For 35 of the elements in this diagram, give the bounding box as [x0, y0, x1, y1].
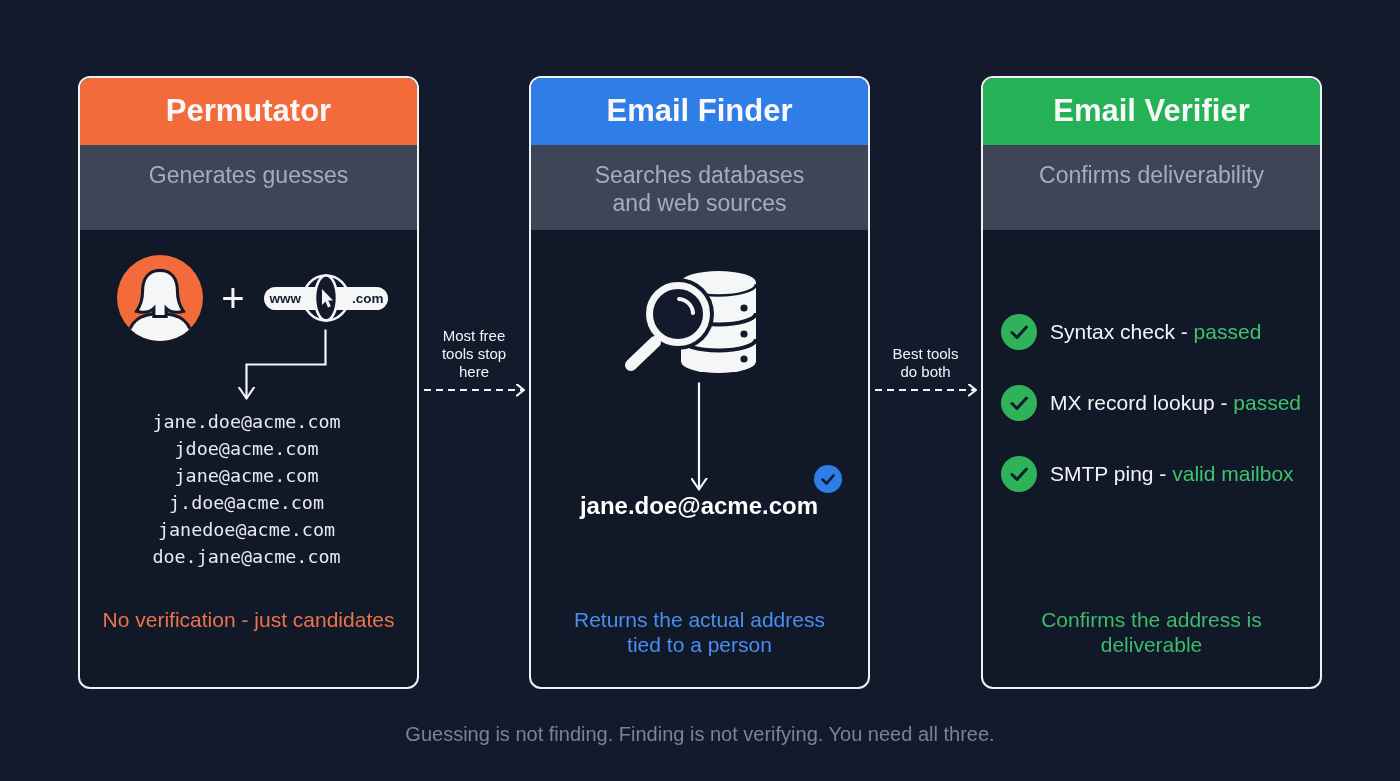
check-status: passed	[1233, 391, 1301, 415]
dashed-arrow	[875, 383, 978, 397]
email-candidate: doe.jane@acme.com	[152, 544, 341, 569]
email-candidate: jane.doe@acme.com	[152, 409, 341, 434]
card-subtitle: Confirms deliverability	[1039, 160, 1264, 189]
plus-sign: +	[221, 278, 245, 318]
tool-card	[529, 76, 870, 689]
check-status: valid mailbox	[1172, 462, 1294, 486]
check-name: MX record lookup -	[1050, 391, 1228, 415]
check-name: SMTP ping -	[1050, 462, 1167, 486]
email-candidate: jane@acme.com	[173, 463, 320, 488]
tool-card	[981, 76, 1322, 689]
card-title: Email Finder	[606, 92, 793, 130]
email-candidate: j.doe@acme.com	[168, 490, 325, 515]
card-title: Email Verifier	[1053, 92, 1250, 130]
found-email-address: jane.doe@acme.com	[579, 492, 819, 519]
card-summary: Confirms the address is deliverable	[1040, 607, 1263, 657]
tool-card	[78, 76, 419, 689]
database-search-icon	[623, 270, 756, 373]
email-candidate: janedoe@acme.com	[156, 517, 337, 542]
dashed-arrow	[424, 383, 526, 397]
email-candidate: jdoe@acme.com	[173, 436, 320, 461]
card-subtitle: Generates guesses	[148, 160, 349, 189]
url-prefix: www	[269, 289, 301, 308]
card-summary: No verification - just candidates	[102, 607, 395, 632]
card-subtitle: Searches databases and web sources	[593, 160, 806, 217]
check-name: Syntax check -	[1050, 320, 1188, 344]
arrow	[237, 329, 327, 400]
check-status: passed	[1193, 320, 1262, 344]
arrow	[690, 382, 708, 491]
card-summary: Returns the actual address tied to a person	[573, 607, 826, 657]
caption-text: Guessing is not finding. Finding is not verifying. You need all three.	[405, 722, 995, 746]
web-address-badge	[263, 273, 388, 322]
card-title: Permutator	[165, 92, 332, 130]
url-suffix: .com	[352, 289, 384, 308]
